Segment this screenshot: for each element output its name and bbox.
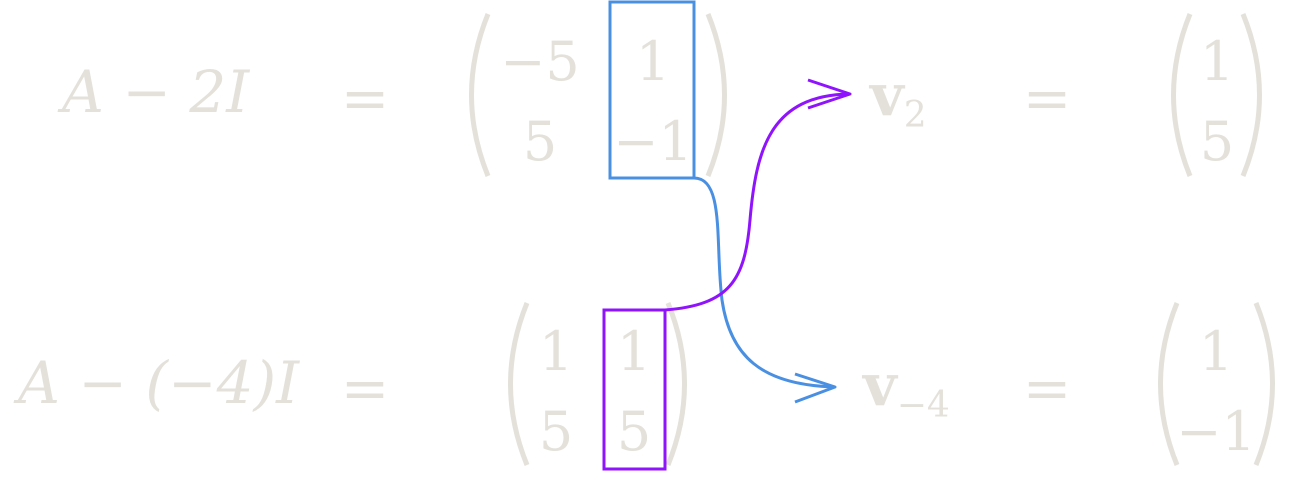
row2-equals-2: =	[1023, 354, 1072, 422]
row1-lhs-identity: I	[225, 58, 250, 126]
row2-vector-label: v−4	[861, 351, 950, 426]
row2-matrix-left-paren	[508, 302, 530, 466]
row2-column-highlight-box	[602, 308, 667, 471]
row1-vector-symbol: v	[868, 61, 906, 129]
row2-equals: =	[341, 354, 390, 422]
row2-vector-subscript: −4	[897, 385, 950, 426]
row2-lhs: A − (−4)I	[13, 349, 300, 417]
row1-column-highlight-box	[608, 0, 696, 180]
row2-matrix-cell-22: 5	[617, 400, 651, 463]
row1-vector-subscript: 2	[904, 95, 927, 136]
row2-vector-left-paren	[1158, 302, 1180, 466]
row1-vector-right-paren	[1240, 13, 1262, 177]
row1-matrix-cell-12: 1	[636, 30, 670, 93]
row1-matrix: −5 1 5 −1	[469, 13, 727, 177]
row1-vector-left-paren	[1171, 13, 1193, 177]
row2-vector-right-paren	[1253, 302, 1275, 466]
row1-vector-entry-1: 1	[1200, 30, 1234, 93]
row2-matrix: 1 1 5 5	[508, 302, 687, 466]
row1-matrix-cell-21: 5	[523, 110, 557, 173]
row2-lhs-identity: I	[275, 349, 300, 417]
row1-vector-entry-2: 5	[1200, 110, 1234, 173]
blue-arrowhead-icon	[794, 372, 837, 404]
row1-equals-2: =	[1023, 64, 1072, 132]
row1-matrix-right-paren	[705, 13, 727, 177]
row2-matrix-cell-21: 5	[539, 400, 573, 463]
row2-matrix-cell-12: 1	[617, 320, 651, 383]
purple-arrowhead-icon	[807, 78, 852, 110]
row2-lhs-base: A − (−4)	[13, 349, 276, 417]
blue-connector-arrow	[693, 176, 836, 389]
row1-lhs: A − 2I	[57, 58, 250, 126]
row2-vector-symbol: v	[861, 351, 899, 419]
row2-matrix-right-paren	[665, 302, 687, 466]
row1-matrix-cell-11: −5	[500, 30, 580, 93]
row1-vector-label: v2	[868, 61, 927, 136]
purple-connector-arrow	[664, 92, 851, 312]
row2-vector-entry-1: 1	[1199, 320, 1233, 383]
row1-equals: =	[341, 64, 390, 132]
row1-lhs-base: A − 2	[57, 58, 226, 126]
row-1: A − 2I = −5 1 5 −1 v2 = 1 5	[57, 13, 1262, 177]
row1-matrix-left-paren	[469, 13, 491, 177]
row2-matrix-cell-11: 1	[539, 320, 573, 383]
row2-vector: 1 −1	[1158, 302, 1275, 466]
row2-vector-entry-2: −1	[1176, 400, 1256, 463]
row1-matrix-cell-22: −1	[613, 110, 693, 173]
row-2: A − (−4)I = 1 1 5 5 v−4 = 1 −1	[13, 302, 1275, 466]
row1-vector: 1 5	[1171, 13, 1262, 177]
